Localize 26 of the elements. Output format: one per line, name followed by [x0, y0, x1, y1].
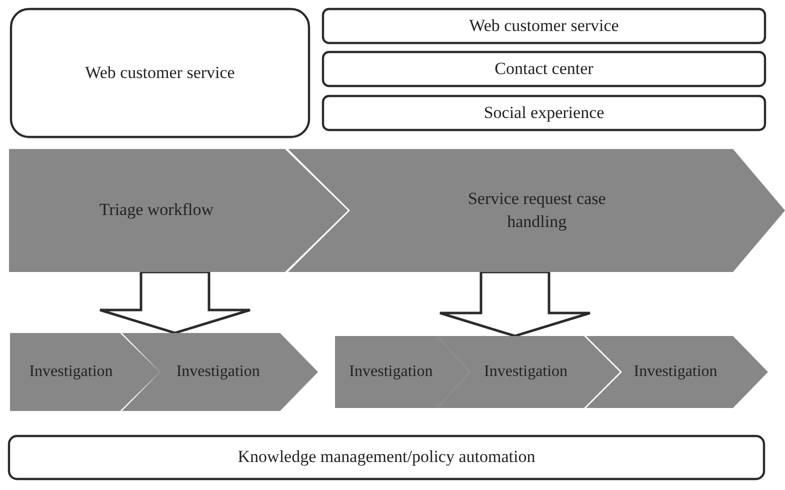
step-label: Investigation [634, 362, 718, 382]
step-label: Service request case handling [466, 188, 607, 233]
step-label: Investigation [349, 362, 433, 382]
channel-box [322, 8, 766, 44]
box-label: Social experience [484, 102, 604, 124]
chevron-step [9, 149, 348, 272]
step-label: Investigation [176, 362, 260, 382]
step-label: Triage workflow [99, 199, 214, 222]
chevron-step [10, 333, 160, 411]
foundation-bar [8, 435, 765, 480]
service-panel [10, 8, 310, 138]
chevron-step [586, 336, 768, 408]
box-label: Web customer service [85, 62, 235, 84]
step-label: Investigation [29, 362, 113, 382]
step-label: Investigation [484, 362, 568, 382]
chevron-step [335, 336, 470, 408]
channel-box [322, 51, 766, 87]
chevron-step [437, 336, 620, 408]
block-arrow [438, 270, 592, 338]
box-label: Web customer service [469, 14, 619, 37]
box-label: Knowledge management/policy automation [238, 446, 536, 468]
channel-box [322, 95, 766, 131]
block-arrow [98, 270, 252, 334]
chevron-step [122, 333, 318, 411]
chevron-step [288, 149, 785, 272]
box-label: Contact center [494, 58, 594, 80]
